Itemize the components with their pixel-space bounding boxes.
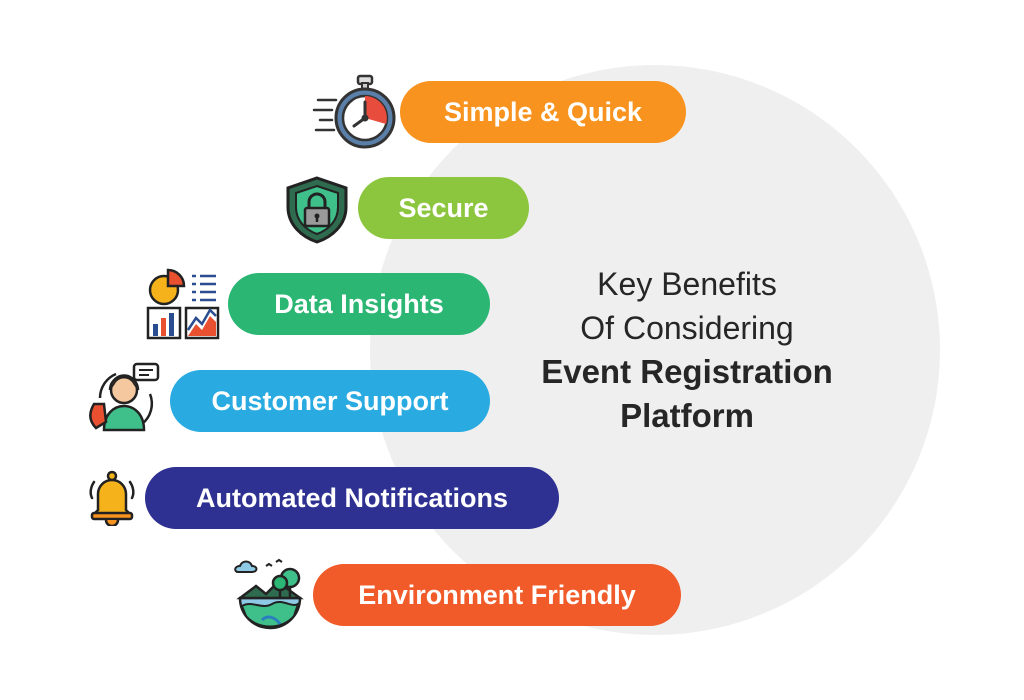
benefit-label: Automated Notifications <box>195 482 508 513</box>
benefit-label: Simple & Quick <box>443 96 643 127</box>
bell-icon <box>86 470 138 531</box>
benefit-label: Customer Support <box>211 385 449 416</box>
benefit-pill-customer-support: Customer Support <box>170 370 490 432</box>
stopwatch-icon <box>312 72 398 157</box>
benefit-pill-automated-notifications: Automated Notifications <box>145 467 559 529</box>
support-agent-icon <box>86 362 162 443</box>
benefit-label: Environment Friendly <box>358 579 636 610</box>
analytics-icon <box>146 268 220 347</box>
benefit-pill-data-insights: Data Insights <box>228 273 490 335</box>
benefit-pill-simple-quick: Simple & Quick <box>400 81 686 143</box>
heading-line-1: Key Benefits <box>597 266 777 302</box>
benefit-label: Secure <box>398 192 489 223</box>
heading-line-4: Platform <box>620 397 754 434</box>
background-circle <box>370 65 940 635</box>
benefit-label: Data Insights <box>274 288 444 319</box>
benefit-pill-environment-friendly: Environment Friendly <box>313 564 681 626</box>
earth-nature-icon <box>232 558 308 637</box>
shield-lock-icon <box>284 175 350 250</box>
heading-line-3: Event Registration <box>541 353 833 390</box>
diagram-heading: Key Benefits Of Considering Event Regist… <box>520 262 854 438</box>
heading-line-2: Of Considering <box>580 310 794 346</box>
benefit-pill-secure: Secure <box>358 177 529 239</box>
